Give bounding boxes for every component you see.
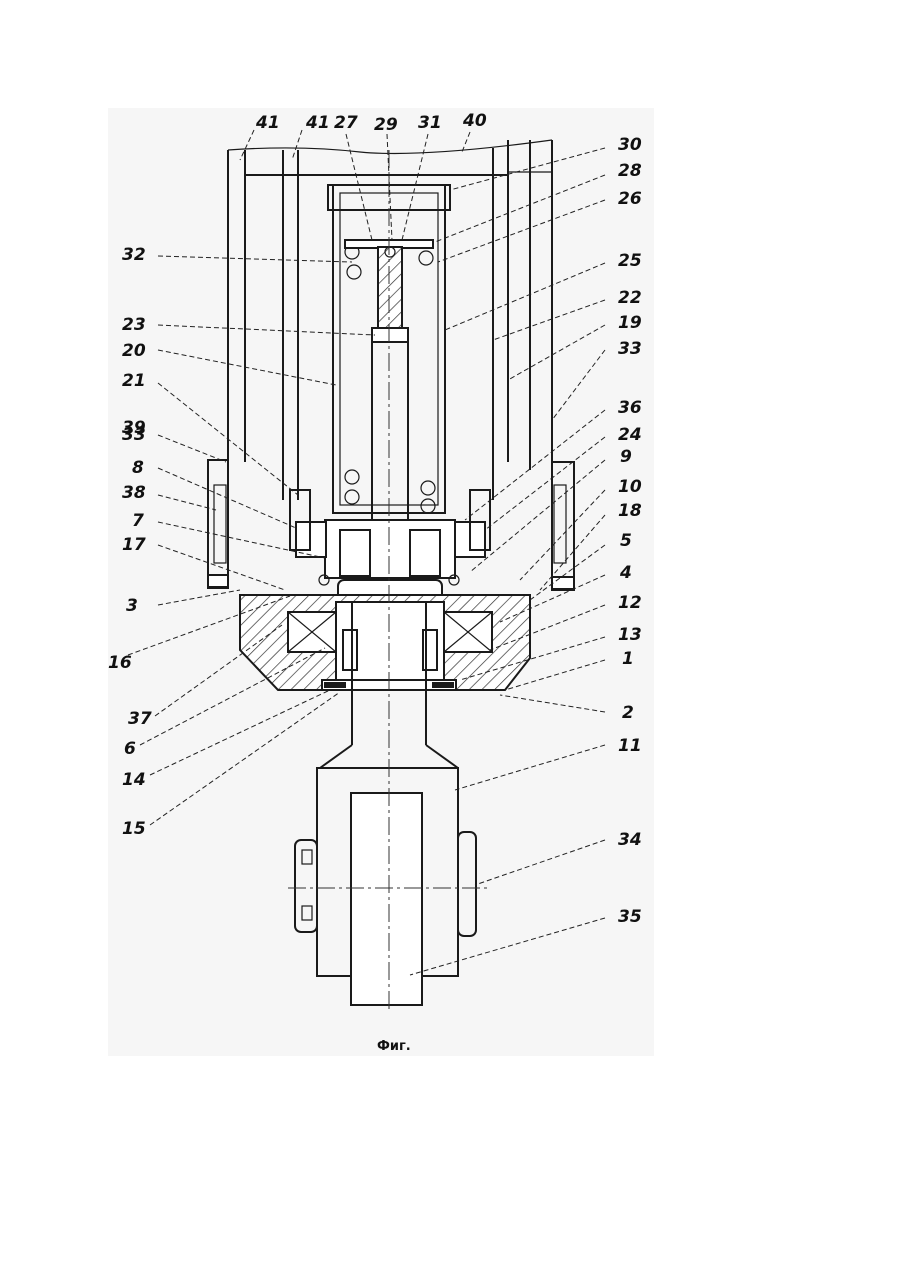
callout-label: 41	[255, 113, 280, 133]
callout-label: 32	[122, 245, 146, 265]
callout-label: 7	[132, 511, 144, 531]
callout-label: 41	[305, 113, 330, 133]
callout-label: 25	[618, 251, 642, 271]
callout-label: 20	[122, 341, 146, 361]
callout-label: 37	[128, 709, 152, 729]
figure-caption: Фиг.	[377, 1039, 411, 1054]
callout-label: 19	[618, 313, 642, 333]
callout-label: 15	[122, 819, 146, 839]
callout-label: 21	[122, 371, 146, 391]
callout-label: 36	[618, 398, 642, 418]
callout-label: 33	[122, 425, 146, 445]
callout-label: 31	[418, 113, 442, 133]
callout-label: 9	[620, 447, 632, 467]
callout-label: 28	[618, 161, 642, 181]
callout-label: 5	[620, 531, 632, 551]
callout-label: 34	[618, 830, 642, 850]
callout-label: 13	[618, 625, 642, 645]
callout-label: 38	[122, 483, 146, 503]
callout-label: 4	[619, 563, 632, 583]
main-body	[240, 595, 530, 690]
fork-and-wheel	[288, 768, 488, 1005]
callout-label: 11	[618, 736, 642, 756]
callout-label: 24	[618, 425, 642, 445]
callout-label: 8	[132, 458, 144, 478]
callout-label: 10	[618, 477, 642, 497]
callout-label: 18	[618, 501, 642, 521]
callout-label: 27	[334, 113, 358, 133]
callout-label: 22	[618, 288, 642, 308]
callout-label: 29	[374, 115, 398, 135]
callout-label: 30	[618, 135, 642, 155]
callout-label: 3	[126, 596, 138, 616]
callout-label: 14	[122, 770, 146, 790]
callout-label: 26	[618, 189, 642, 209]
callout-label: 17	[122, 535, 146, 555]
callout-label: 40	[462, 111, 487, 131]
callout-label: 35	[618, 907, 642, 927]
callout-label: 1	[622, 649, 634, 669]
callout-label: 2	[622, 703, 634, 723]
callout-label: 6	[124, 739, 136, 759]
callout-label: 23	[122, 315, 146, 335]
callout-label: 16	[108, 653, 132, 673]
callout-label: 12	[618, 593, 642, 613]
callout-label: 33	[618, 339, 642, 359]
